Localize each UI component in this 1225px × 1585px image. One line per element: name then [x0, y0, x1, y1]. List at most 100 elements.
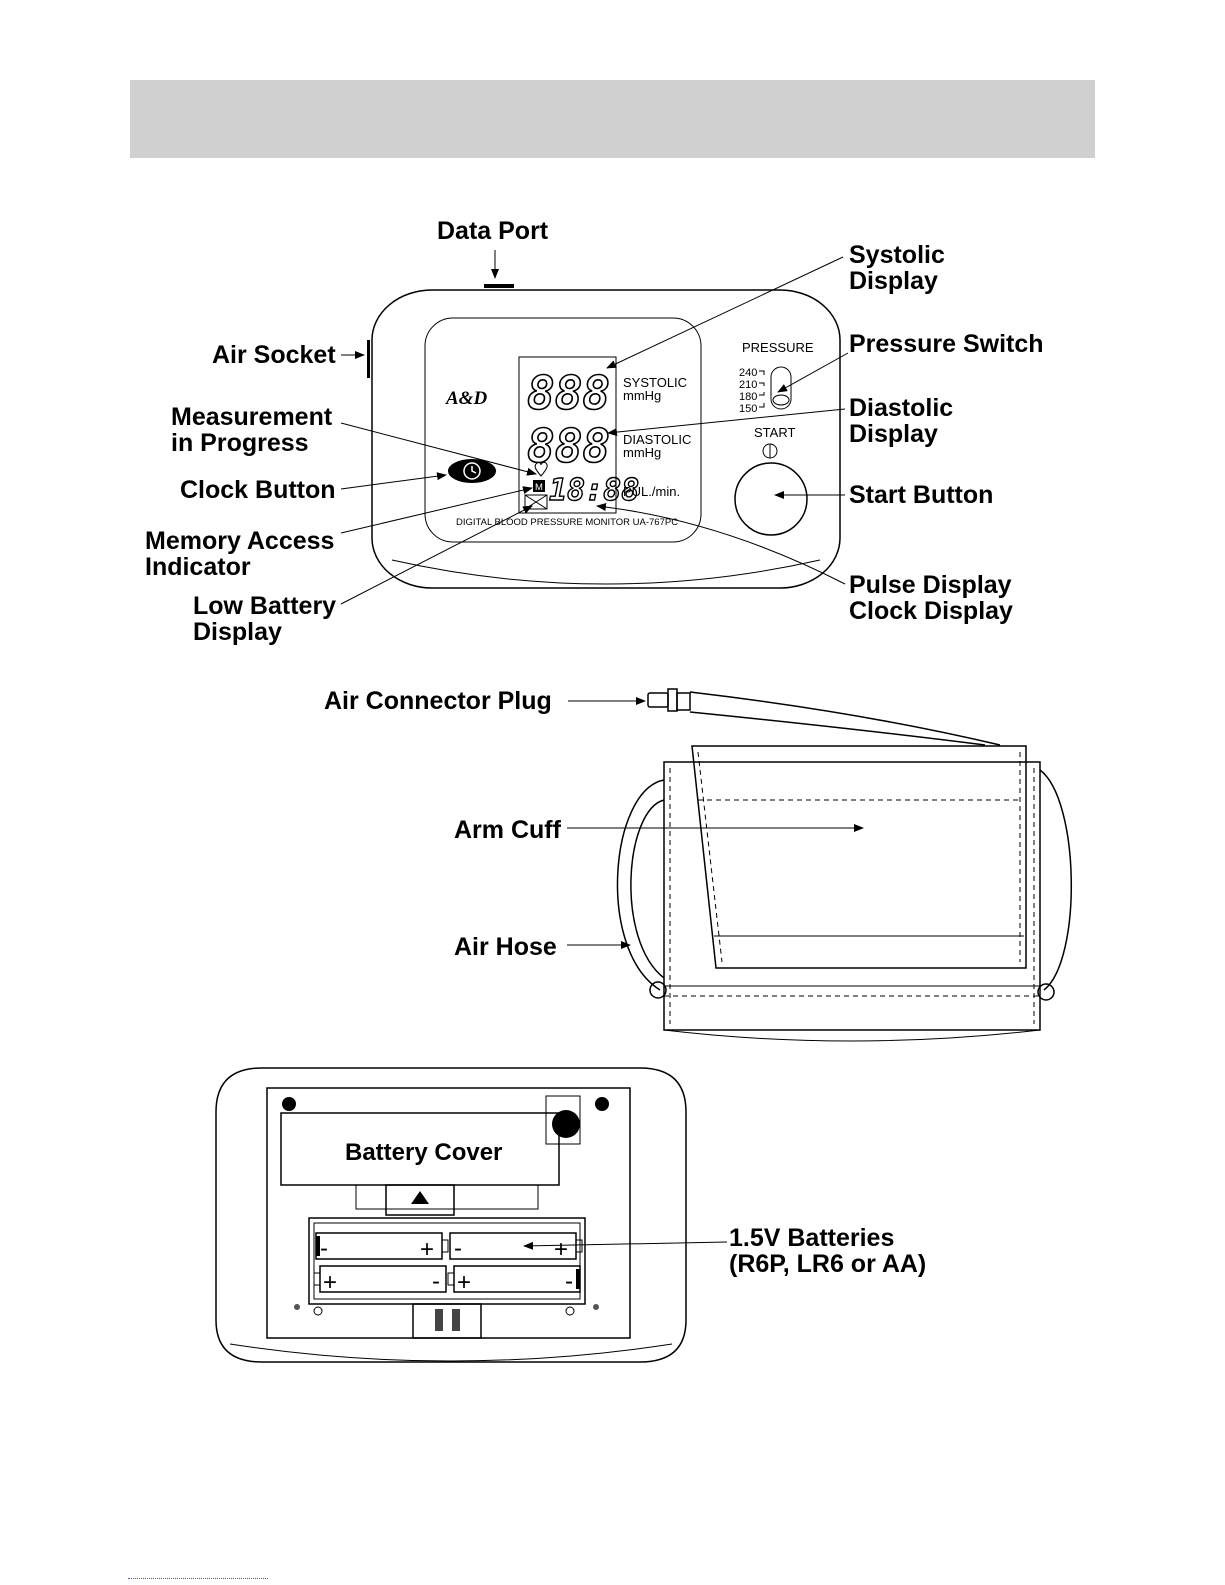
arrow-memory-access [340, 486, 533, 534]
monitor-body [371, 289, 841, 589]
battery-4: + - [447, 1265, 581, 1296]
svg-text:M: M [535, 482, 543, 493]
back-dot-left [294, 1304, 300, 1310]
arrow-low-battery [340, 505, 533, 605]
arrow-pressure-switch [777, 352, 849, 393]
label-air-hose: Air Hose [454, 933, 557, 961]
battery-tray [308, 1217, 586, 1305]
data-port [484, 284, 514, 288]
back-dot-right [593, 1304, 599, 1310]
monitor-unit: A&D 888 888 18:88 SYSTOLIC mmHg DIASTOLI… [367, 284, 841, 589]
air-tube [689, 691, 1001, 746]
air-hose-loop-inner [630, 799, 665, 979]
screw-top-right [595, 1097, 609, 1111]
cuff-bottom-curve [663, 1029, 1041, 1042]
brand-logo: A&D [445, 388, 487, 409]
slide-up-arrow-icon [411, 1191, 429, 1204]
diastolic-unit-label: DIASTOLIC [623, 432, 691, 447]
cuff-ring-left [649, 981, 667, 999]
arrow-diastolic [607, 408, 846, 437]
label-low-battery-2: Display [193, 618, 282, 646]
air-tube-lower [689, 711, 986, 746]
battery-3: + - [313, 1265, 447, 1296]
label-batteries-1: 1.5V Batteries [729, 1224, 894, 1252]
label-systolic-display-1: Systolic [849, 241, 945, 269]
start-label: START [754, 425, 795, 440]
label-data-port: Data Port [437, 217, 549, 245]
battery-cover-label: Battery Cover [345, 1139, 502, 1166]
monitor-back: Battery Cover - + - + + - + [215, 1067, 687, 1363]
power-icon [762, 443, 778, 459]
cuff-flap [691, 745, 1027, 969]
heart-icon [534, 461, 548, 477]
label-diastolic-display-2: Display [849, 420, 938, 448]
label-systolic-display-2: Display [849, 267, 938, 295]
ac-port-pin-left [435, 1309, 443, 1331]
label-measurement-2: in Progress [171, 429, 309, 457]
air-connector-plug [647, 688, 691, 712]
label-air-socket: Air Socket [212, 341, 336, 369]
cover-latch-box [545, 1095, 581, 1145]
arm-cuff-assembly [616, 688, 1073, 1042]
ac-adapter-port [412, 1303, 482, 1339]
label-measurement-1: Measurement [171, 403, 333, 431]
diastolic-unit-mmhg: mmHg [623, 445, 661, 460]
battery-2: - + [449, 1232, 583, 1263]
cuff-right-loop [1039, 769, 1073, 991]
systolic-digits: 888 [527, 366, 610, 420]
cover-slide-tab[interactable] [385, 1184, 455, 1216]
footer-rule [128, 1578, 268, 1579]
back-hole-right [565, 1306, 575, 1316]
battery-tray-inner [313, 1222, 581, 1300]
label-memory-access-1: Memory Access [145, 527, 334, 555]
cuff-flap-stitch-sides [697, 751, 1021, 963]
header-bar [130, 80, 1095, 158]
battery-1: - + [315, 1232, 449, 1263]
arrow-pulse-clock [596, 503, 846, 585]
cuff-back-stitch [669, 768, 1035, 1024]
arrow-batteries [523, 1241, 728, 1250]
battery-3-plus: + [323, 1269, 337, 1296]
pressure-switch-knob [772, 394, 790, 406]
pulse-unit-label: PUL./min. [623, 484, 680, 499]
low-battery-icon [524, 494, 548, 510]
label-arm-cuff: Arm Cuff [454, 816, 562, 844]
battery-1-plus: + [420, 1236, 434, 1263]
air-socket [367, 340, 370, 378]
battery-4-minus: - [565, 1268, 573, 1295]
pressure-setting-180: 180 [739, 391, 757, 403]
label-start-button: Start Button [849, 481, 993, 509]
model-text: DIGITAL BLOOD PRESSURE MONITOR UA-767PC [456, 517, 678, 528]
battery-2-plus: + [554, 1236, 568, 1263]
systolic-unit-mmhg: mmHg [623, 388, 661, 403]
memory-access-indicator: M [533, 480, 545, 493]
cover-slide-rail [355, 1184, 539, 1210]
air-hose-loop [616, 779, 665, 991]
label-air-connector-plug: Air Connector Plug [324, 687, 552, 715]
arrow-measurement [340, 422, 537, 476]
clock-digits: 18:88 [549, 473, 639, 508]
monitor-bezel [424, 317, 702, 543]
cuff-ring-right [1037, 983, 1055, 1001]
cuff-back [663, 761, 1041, 1031]
label-low-battery-1: Low Battery [193, 592, 336, 620]
back-housing-curve [229, 1343, 673, 1362]
screw-top-left [282, 1097, 296, 1111]
pressure-setting-210: 210 [739, 379, 757, 391]
label-clock-display: Clock Display [849, 597, 1013, 625]
monitor-base-curve [391, 559, 821, 585]
back-hole-left [313, 1306, 323, 1316]
label-batteries-2: (R6P, LR6 or AA) [729, 1250, 926, 1278]
ac-port-pin-right [452, 1309, 460, 1331]
battery-2-minus: - [454, 1235, 462, 1262]
label-pressure-switch: Pressure Switch [849, 330, 1044, 358]
arrow-clock-button [340, 472, 447, 490]
cover-latch-knob [552, 1110, 580, 1138]
start-button[interactable] [734, 462, 808, 536]
pressure-setting-150: 150 [739, 403, 757, 415]
pressure-switch[interactable] [770, 366, 792, 410]
label-pulse-display: Pulse Display [849, 571, 1012, 599]
diastolic-digits: 888 [527, 419, 610, 473]
pressure-heading: PRESSURE [742, 340, 814, 355]
